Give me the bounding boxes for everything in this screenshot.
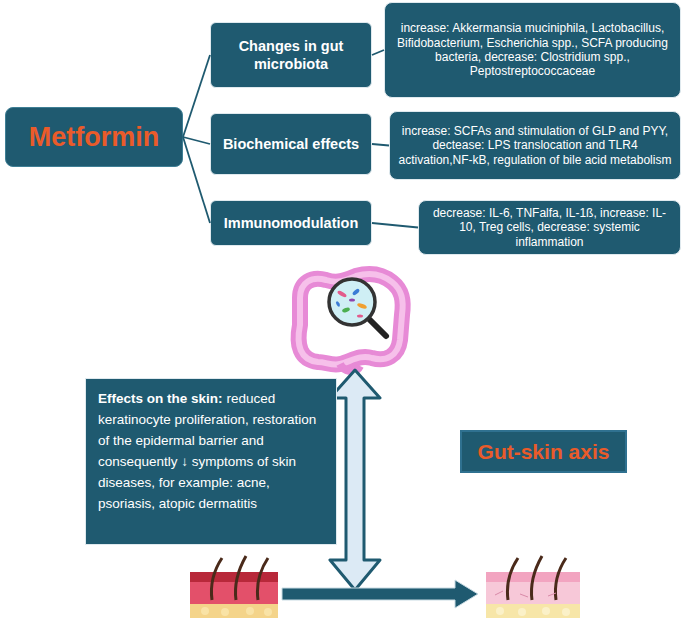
skin-illustration <box>190 556 278 618</box>
node-body: reduced keratinocyte proliferation, rest… <box>98 391 316 511</box>
connector-line <box>372 223 418 228</box>
magnifying-glass <box>329 279 386 336</box>
text-group: increase: SCFAs and stimulation of GLP a… <box>390 122 680 169</box>
healthy-skin-illustration <box>486 556 580 618</box>
text-group: Immunomodulation <box>218 214 365 232</box>
drug-box: Metformin <box>5 107 183 167</box>
connector-line <box>183 55 210 137</box>
text-group: decrease: IL-6, TNFalfa, IL-1ß, increase… <box>419 204 680 251</box>
category-box: Immunomodulation <box>210 200 372 246</box>
node-label: Effects on the skin: <box>98 391 223 406</box>
node-label: increase: SCFAs and stimulation of GLP a… <box>390 122 680 169</box>
detail-box: increase: Akkermansia muciniphila, Lacto… <box>384 2 681 98</box>
effects-box: Effects on the skin:reduced keratinocyte… <box>85 378 337 545</box>
text-group: Biochemical effects <box>217 135 365 153</box>
category-box: Biochemical effects <box>210 113 372 175</box>
node-label: Metformin <box>29 122 160 153</box>
node-label: Biochemical effects <box>217 135 365 153</box>
category-box: Changes in gut microbiota <box>210 22 372 88</box>
text-group: increase: Akkermansia muciniphila, Lacto… <box>385 19 680 81</box>
text-group: Metformin <box>29 122 160 153</box>
text-group: Changes in gut microbiota <box>211 37 371 73</box>
connector-line <box>183 137 210 144</box>
transition-arrow <box>282 580 478 608</box>
connector-line <box>183 137 210 223</box>
connector-line <box>372 50 384 55</box>
node-label: Changes in gut microbiota <box>211 37 371 73</box>
detail-box: increase: SCFAs and stimulation of GLP a… <box>389 111 681 180</box>
text-group: Effects on the skin:reduced keratinocyte… <box>98 389 324 515</box>
connector-line <box>372 144 389 146</box>
double-arrow <box>330 370 380 590</box>
node-label: Immunomodulation <box>218 214 365 232</box>
node-label: decrease: IL-6, TNFalfa, IL-1ß, increase… <box>419 204 680 251</box>
axis-label-box: Gut-skin axis <box>460 430 627 473</box>
colon-illustration <box>299 274 403 371</box>
text-group: Gut-skin axis <box>478 440 610 464</box>
detail-box: decrease: IL-6, TNFalfa, IL-1ß, increase… <box>418 200 681 255</box>
node-label: increase: Akkermansia muciniphila, Lacto… <box>385 19 680 81</box>
node-label: Gut-skin axis <box>478 440 610 464</box>
